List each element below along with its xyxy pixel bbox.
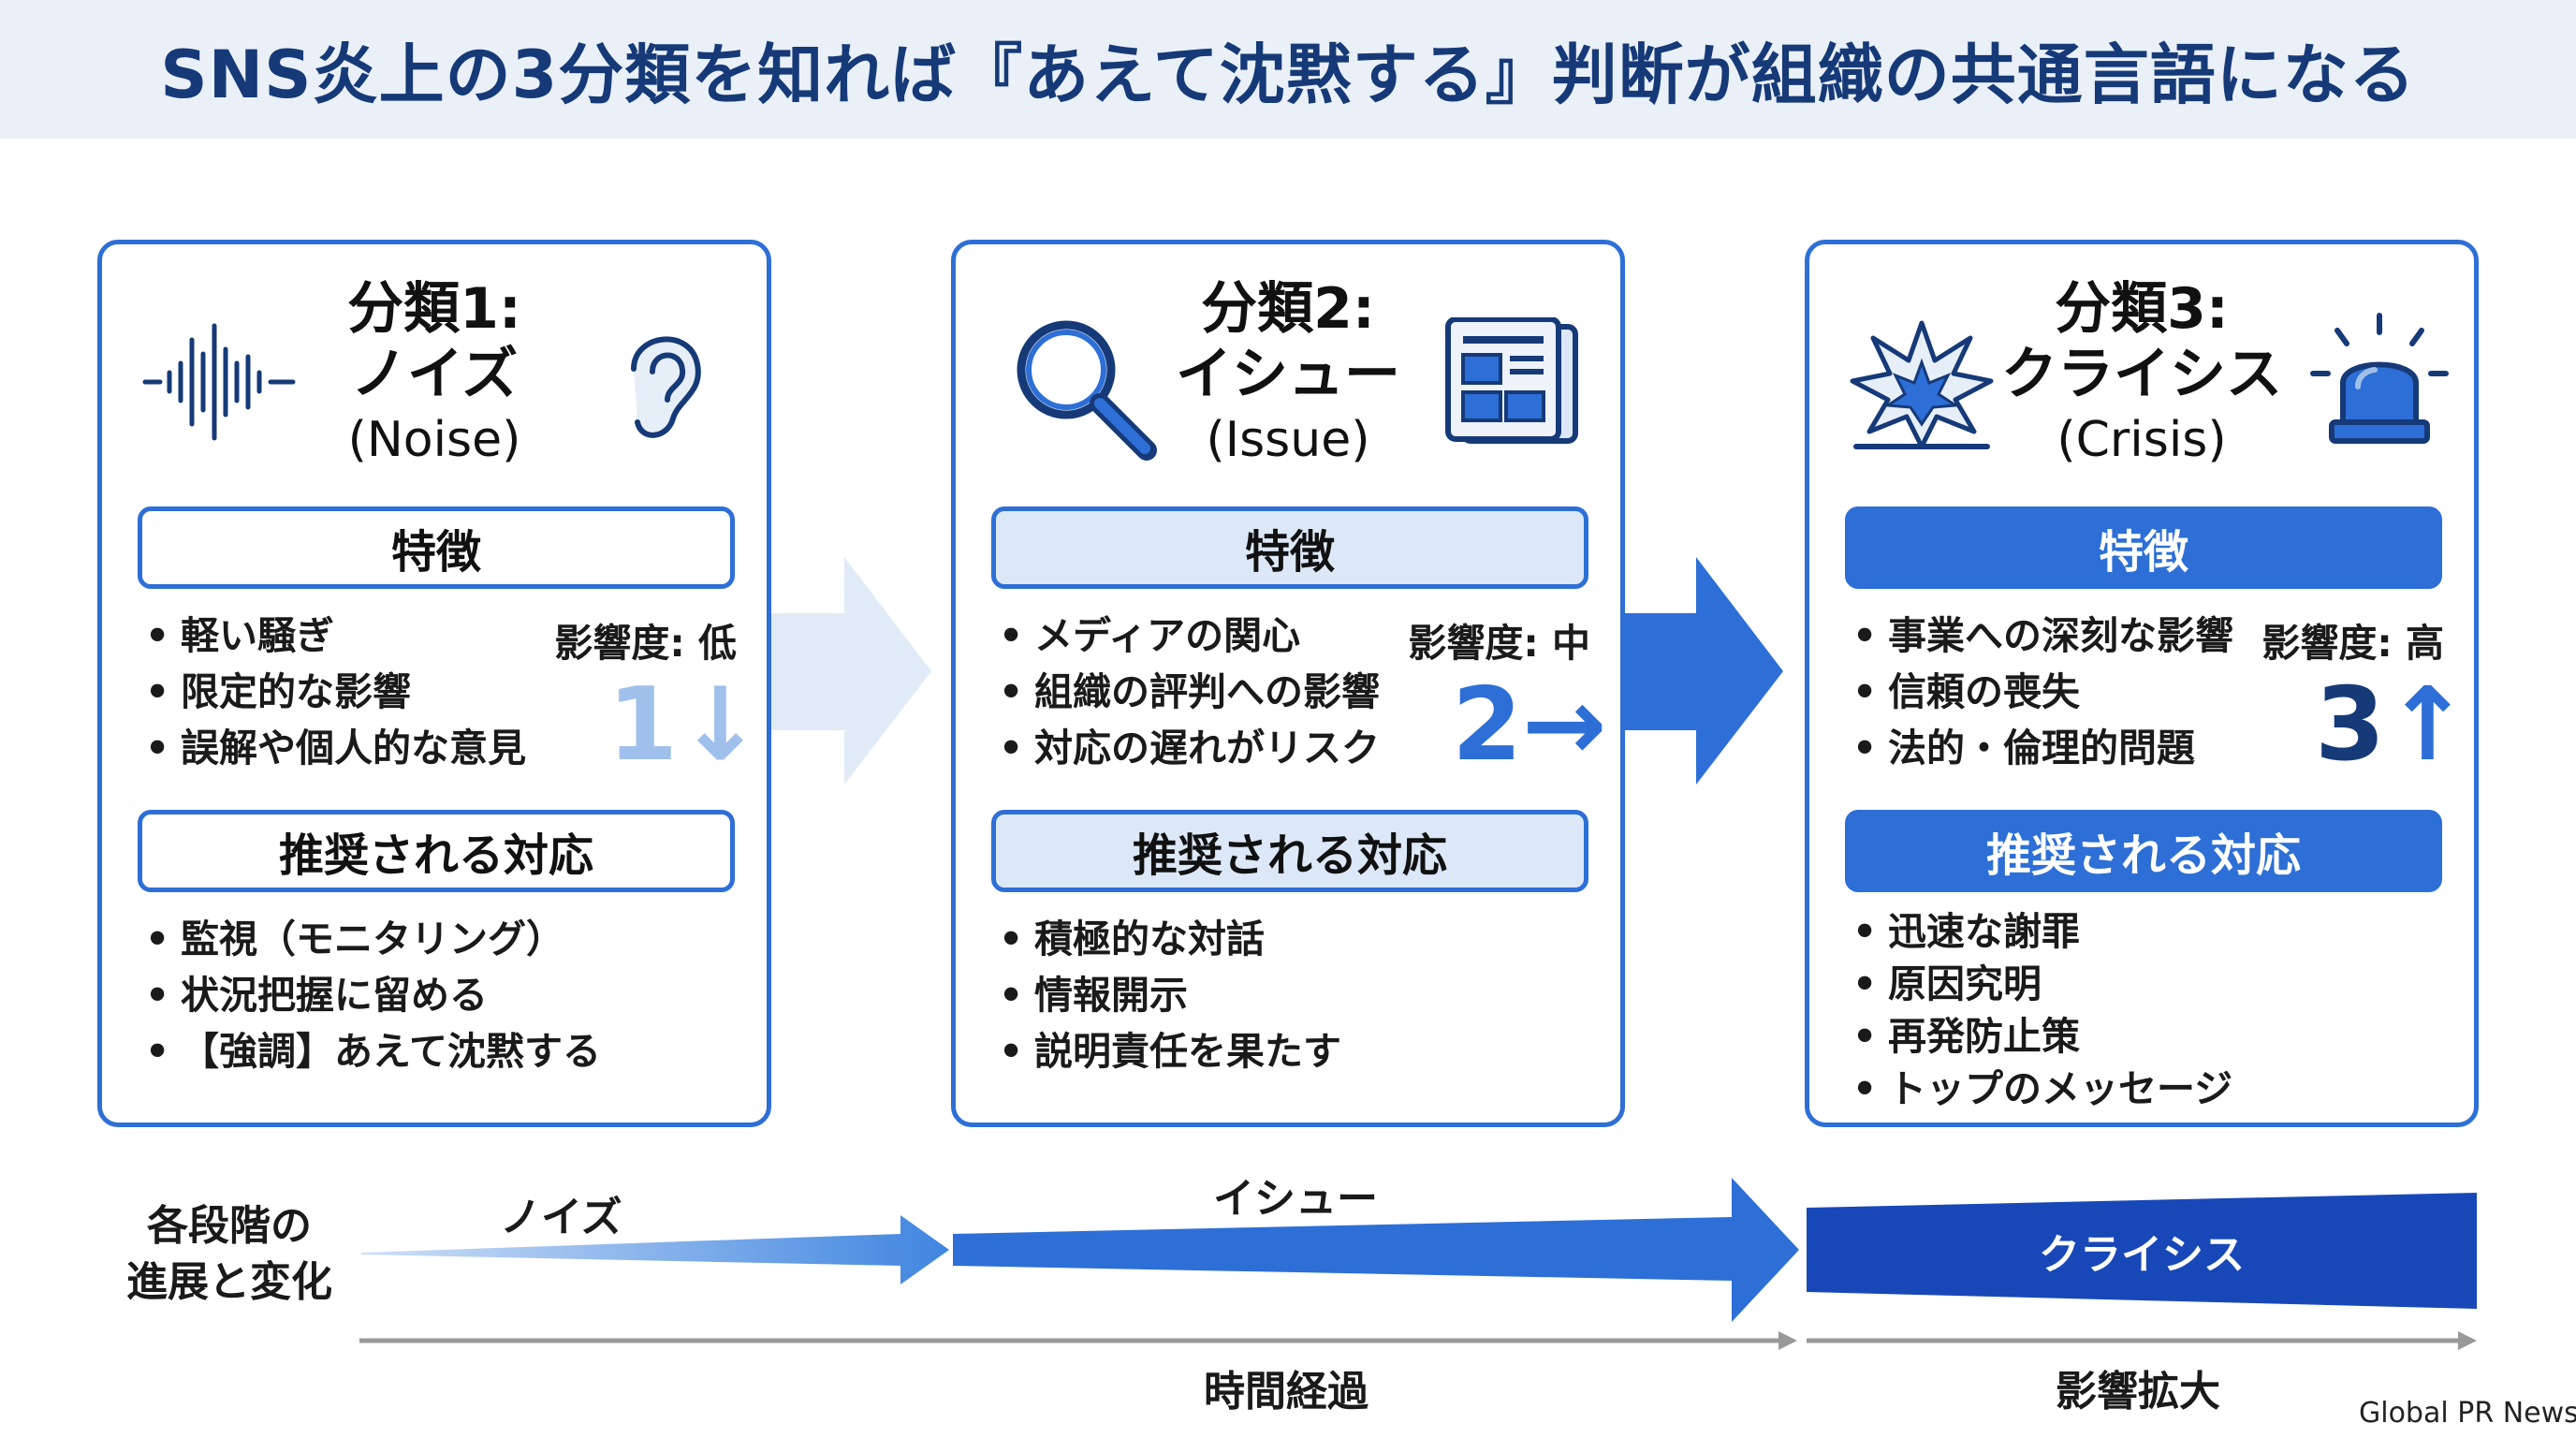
ear-icon — [631, 336, 701, 438]
response-item: 状況把握に留める — [145, 967, 601, 1023]
impact-level: 2→ — [1452, 675, 1607, 776]
magnifier-icon — [1017, 320, 1157, 461]
card-noise: 分類1: ノイズ (Noise) 特徴 軽い騒ぎ 限定的な影響 誤解や個人的な意… — [97, 240, 771, 1127]
response-item: 説明責任を果たす — [999, 1023, 1341, 1079]
features-label: 特徴 — [138, 506, 735, 589]
level-number: 2 — [1452, 667, 1523, 784]
arrow-issue-to-crisis — [1619, 557, 1783, 785]
timeline-stage-crisis: クライシス — [2039, 1231, 2245, 1279]
card-issue: 分類2: イシュー (Issue) 特徴 メディアの関心 組織の評判への影響 対… — [951, 240, 1625, 1127]
feature-item: 事業への深刻な影響 — [1852, 608, 2233, 664]
response-item: 監視（モニタリング） — [145, 911, 601, 967]
feature-item: 対応の遅れがリスク — [999, 720, 1380, 776]
card-title: 分類1: ノイズ (Noise) — [347, 276, 521, 468]
response-list: 監視（モニタリング） 状況把握に留める 【強調】あえて沈黙する — [145, 911, 601, 1079]
features-label: 特徴 — [1845, 506, 2442, 589]
features-list: メディアの関心 組織の評判への影響 対応の遅れがリスク — [999, 608, 1380, 776]
response-label: 推奨される対応 — [991, 810, 1588, 892]
response-list: 迅速な謝罪 原因究明 再発防止策 トップのメッセージ — [1852, 905, 2232, 1115]
arrow-noise-to-issue — [766, 557, 931, 785]
page-title: SNS炎上の3分類を知れば『あえて沈黙する』判断が組織の共通言語になる — [160, 36, 2416, 113]
time-axis — [359, 1331, 1797, 1350]
card-title: 分類3: クライシス (Crisis) — [2001, 276, 2282, 468]
card-crisis: 分類3: クライシス (Crisis) 特徴 事業への深刻な影響 信頼の喪失 法… — [1805, 240, 2479, 1127]
level-number: 1 — [607, 667, 679, 784]
feature-item: メディアの関心 — [999, 608, 1380, 664]
card-title: 分類2: イシュー (Issue) — [1176, 276, 1400, 468]
response-item: 迅速な謝罪 — [1852, 905, 2232, 958]
response-item: 積極的な対話 — [999, 911, 1341, 967]
response-item: 情報開示 — [999, 967, 1341, 1023]
explosion-icon — [1850, 320, 1994, 449]
impact-label: 影響度: 中 — [1408, 621, 1590, 666]
feature-item: 組織の評判への影響 — [999, 664, 1380, 720]
timeline-label: 各段階の 進展と変化 — [126, 1202, 332, 1306]
features-list: 軽い騒ぎ 限定的な影響 誤解や個人的な意見 — [145, 608, 526, 776]
impact-level: 3↑ — [2315, 675, 2470, 776]
axis-label-impact: 影響拡大 — [2056, 1368, 2220, 1416]
arrow-down-icon: ↓ — [678, 667, 763, 784]
feature-item: 限定的な影響 — [145, 664, 526, 720]
response-label: 推奨される対応 — [138, 810, 735, 892]
feature-item: 信頼の喪失 — [1852, 664, 2233, 720]
timeline-issue-wedge — [953, 1178, 1799, 1322]
footer-credit: Global PR News — [2359, 1397, 2576, 1430]
feature-item: 法的・倫理的問題 — [1852, 720, 2233, 776]
sound-wave-icon — [142, 323, 296, 441]
response-item: 原因究明 — [1852, 958, 2232, 1010]
response-item: トップのメッセージ — [1852, 1063, 2232, 1115]
axis-label-time: 時間経過 — [1204, 1368, 1368, 1416]
feature-item: 軽い騒ぎ — [145, 608, 526, 664]
feature-item: 誤解や個人的な意見 — [145, 720, 526, 776]
features-label: 特徴 — [991, 506, 1588, 589]
arrow-up-icon: ↑ — [2385, 667, 2470, 784]
timeline-stage-issue: イシュー — [1213, 1175, 1378, 1223]
timeline-crisis-band — [1807, 1193, 2477, 1309]
arrow-right-icon: → — [1522, 667, 1607, 784]
features-list: 事業への深刻な影響 信頼の喪失 法的・倫理的問題 — [1852, 608, 2233, 776]
timeline-noise-wedge — [361, 1215, 949, 1284]
impact-axis — [1807, 1331, 2477, 1350]
impact-label: 影響度: 高 — [2261, 621, 2444, 666]
response-list: 積極的な対話 情報開示 説明責任を果たす — [999, 911, 1341, 1079]
level-number: 3 — [2315, 667, 2386, 784]
impact-level: 1↓ — [607, 675, 763, 776]
response-item: 再発防止策 — [1852, 1010, 2232, 1063]
response-item: 【強調】あえて沈黙する — [145, 1023, 601, 1079]
timeline-stage-noise: ノイズ — [500, 1194, 622, 1241]
alarm-light-icon — [2310, 313, 2449, 444]
impact-label: 影響度: 低 — [554, 621, 737, 666]
title-bar — [0, 0, 2576, 139]
newspaper-icon — [1445, 317, 1578, 444]
response-label: 推奨される対応 — [1845, 810, 2442, 892]
